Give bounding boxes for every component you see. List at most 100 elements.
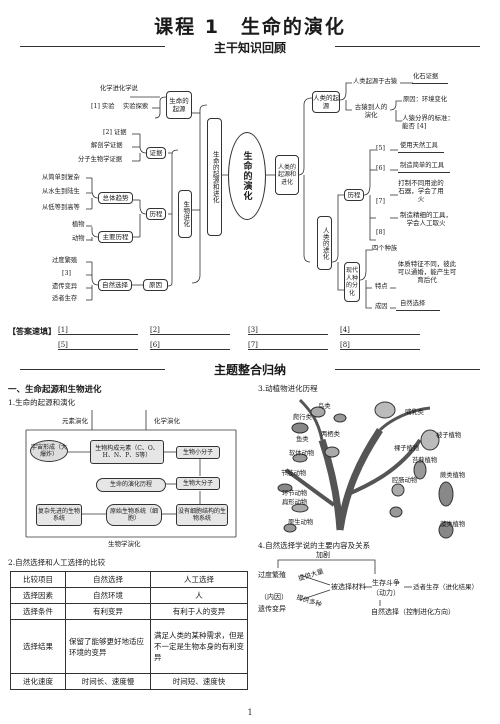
answer-slot-2[interactable]: [2] [150, 326, 230, 335]
left-trunk-node: 生命的起源和进化 [207, 118, 222, 236]
comparison-table: 比较项目 自然选择 人工选择 选择因素 自然环境 人 选择条件 有利变异 有利于… [10, 571, 248, 690]
heredity: 遗传变异 [52, 283, 78, 290]
stone-tools: 打制不同用途的石器，学会了用火 [398, 178, 444, 204]
big-molecules-node: 生物大分子 [176, 477, 220, 490]
plant: 植物 [72, 221, 85, 228]
ancestor: 人类起源于古猿 [353, 78, 398, 85]
answer-slot-7[interactable]: [7] [248, 341, 328, 350]
feature-desc: 体质特征不同，彼此可以通婚，能产生可育后代 [396, 259, 458, 285]
direction: 自然选择（控制进化方向） [371, 608, 455, 616]
strengthen: 加剧 [316, 551, 330, 559]
modern-human-node: 现代人种的分化 [344, 262, 360, 302]
table-row: 进化速度 时间长、速度慢 时间短、速度快 [10, 673, 248, 690]
human-origin-node: 人类的起源 [312, 91, 340, 113]
page-number: 1 [247, 708, 253, 717]
blank-8: [8] [376, 229, 385, 236]
sel-survival: 适者生存（进化结果） [413, 583, 478, 591]
cause-2: 成因 [375, 303, 388, 310]
sel-heredity: 遗传变异 [258, 605, 286, 613]
history-node: 历程 [146, 208, 166, 220]
human-evolution-node: 人类的进化 [317, 216, 332, 270]
overall-trend-node: 总体趋势 [98, 192, 133, 204]
reason-env: 原因：环境变化 [403, 96, 448, 103]
struggle: 生存斗争 [372, 579, 400, 587]
natural-sel-2: 自然选择 [400, 300, 426, 307]
answer-slot-1[interactable]: [1] [58, 326, 138, 335]
tree-moss: 苔藓植物 [412, 457, 438, 464]
center-node: 生命的演化 [228, 132, 266, 220]
section-title: 主干知识回顾 [213, 41, 286, 55]
blank-7: [7] [376, 198, 385, 205]
tree-coelenterate: 腔肠动物 [392, 477, 418, 484]
tree-bird: 鸟类 [318, 403, 331, 410]
tree-arthropod: 节肢动物 [281, 470, 307, 477]
tree-angiosperm: 被子植物 [436, 432, 462, 439]
part2-sub3: 3.动植物进化历程 [258, 384, 318, 393]
answer-slot-5[interactable]: [5] [58, 341, 138, 350]
tree-reptile: 爬行类 [293, 414, 312, 421]
tree-amphibian: 两栖类 [321, 431, 340, 438]
inner: （内因） [260, 593, 288, 601]
tree-fern: 蕨类植物 [440, 472, 466, 479]
answer-slot-6[interactable]: [6] [150, 341, 230, 350]
tree-mollusc: 软体动物 [289, 450, 315, 457]
table-cell: 时间长、速度慢 [65, 673, 151, 690]
blank-6: [6] [376, 165, 385, 172]
exp-explore: 实验探索 [123, 103, 149, 110]
evolution-history-node: 生命的演化历程 [96, 478, 166, 492]
cause-node: 原因 [143, 279, 168, 291]
make-simple-tools: 制造简单的工具 [400, 162, 445, 169]
fine-tools: 制造精细的工具，学会人工取火 [398, 210, 454, 228]
origin-node: 生命的起源 [166, 91, 192, 119]
evidence-node: 证据 [146, 147, 166, 159]
answer-slot-3[interactable]: [3] [248, 326, 328, 335]
tree-annelid: 环节动物 [282, 490, 308, 497]
sel-overbreed: 过度繁殖 [258, 571, 286, 579]
natural-selection-node: 自然选择 [98, 279, 132, 291]
underline [398, 172, 450, 173]
divider [335, 369, 480, 370]
trend-2: 从水生到陆生 [42, 188, 80, 195]
main-history-node: 主要历程 [98, 231, 133, 243]
tree-flatworm: 扁形动物 [282, 499, 308, 506]
small-molecules-node: 生物小分子 [176, 446, 220, 459]
primitive-systems-node: 原始生物系统（细胞） [106, 504, 162, 526]
table-cell: 时间短、速度快 [150, 673, 248, 690]
right-trunk-node: 人类的起源和进化 [275, 155, 299, 195]
trend-1: 从简单到复杂 [42, 174, 80, 181]
tree-protozoa: 原生动物 [288, 519, 314, 526]
underline [412, 83, 448, 84]
blank-5: [5] [376, 145, 385, 152]
divider [335, 46, 480, 47]
part1-sub1: 1.生命的起源和演化 [8, 398, 76, 407]
fossil-evidence: 化石证据 [413, 73, 439, 80]
divider [20, 46, 165, 47]
table-row: 选择条件 有利变异 有利于人的变异 [10, 603, 248, 620]
bio-evolution-node: 生物进化 [178, 190, 192, 238]
section-title: 主题整合归纳 [213, 363, 286, 377]
anatomy-evidence: 解剖学证据 [91, 142, 123, 149]
tree-mammal: 哺乳类 [405, 409, 424, 416]
chem-evolution-label: 化学演化 [154, 417, 180, 425]
answer-slot-4[interactable]: [4] [340, 326, 420, 335]
blank-1: [1] 实验 [91, 103, 115, 110]
answer-slot-8[interactable]: [8] [340, 341, 420, 350]
table-cell: 保留了能够更好地适应环境的变异 [65, 619, 151, 674]
trend-3: 从低等到高等 [42, 204, 80, 211]
blank-2: [2] 证据 [103, 129, 127, 136]
tree-algae: 藻类植物 [440, 521, 466, 528]
non-cell-systems-node: 没有细胞结构的生物系统 [176, 504, 228, 526]
ancient-human: 古猿到人的演化 [352, 101, 390, 121]
animal: 动物 [72, 235, 85, 242]
underline [396, 310, 440, 311]
blank-3: [3] [62, 270, 71, 277]
underline [398, 152, 444, 153]
table-cell: 满足人类的某种需求，但是不一定是生物本身的有利变异 [150, 619, 248, 674]
complex-systems-node: 复杂先进的生物系统 [36, 504, 82, 526]
power: （动力） [372, 589, 400, 597]
big-bang-node: 宇宙形成（大爆炸） [30, 440, 68, 462]
natural-tools: 使用天然工具 [400, 142, 438, 149]
